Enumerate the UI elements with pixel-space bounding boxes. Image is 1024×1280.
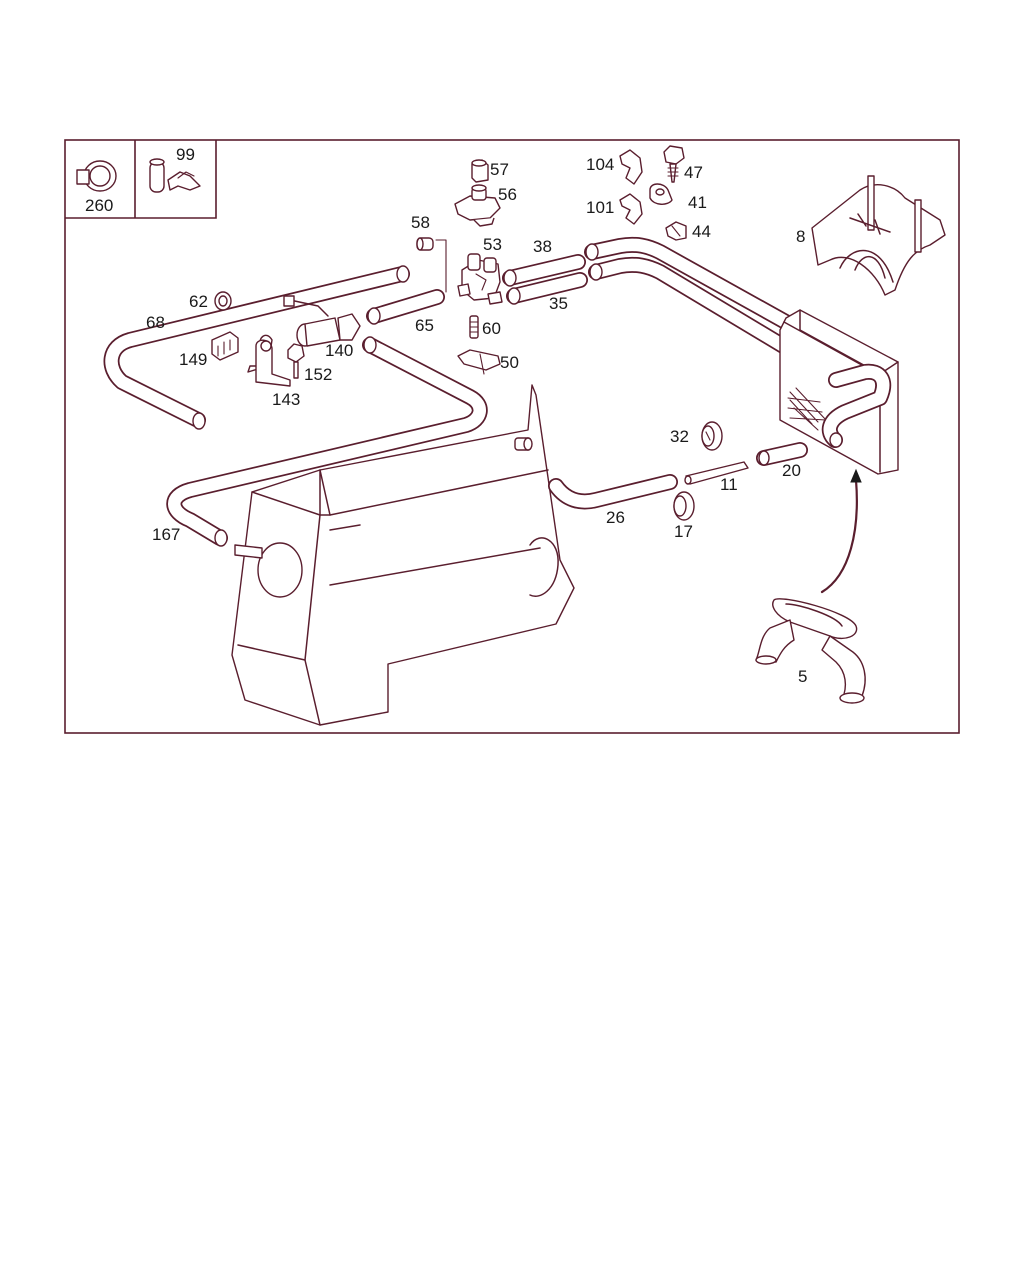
label-56: 56	[498, 185, 517, 204]
label-53: 53	[483, 235, 502, 254]
label-152: 152	[304, 365, 332, 384]
valve-53	[457, 253, 503, 305]
diagram-frame	[64, 139, 960, 734]
engine-pulley	[234, 542, 303, 598]
label-32: 32	[670, 427, 689, 446]
clip-holder-icon	[149, 158, 201, 193]
label-60: 60	[482, 319, 501, 338]
label-41: 41	[688, 193, 707, 212]
connector-149	[211, 331, 239, 361]
part-58	[416, 237, 447, 293]
hose-38	[502, 254, 586, 287]
label-38: 38	[533, 237, 552, 256]
label-26: 26	[606, 508, 625, 527]
hose-35	[506, 272, 588, 305]
hose-26	[548, 474, 678, 510]
screw-47	[663, 145, 685, 183]
label-143: 143	[272, 390, 300, 409]
clip-101	[619, 193, 643, 225]
label-167: 167	[152, 525, 180, 544]
label-101: 101	[586, 198, 614, 217]
inset-box-260: 260	[65, 140, 217, 219]
label-35: 35	[549, 294, 568, 313]
heater-core	[779, 309, 899, 475]
part-57	[471, 159, 489, 183]
duct-adapter-5	[755, 598, 866, 704]
pump-140	[283, 295, 361, 347]
part-number-labels: 57 56 58 53 38 35 65 60 50 104 47 101 41…	[146, 155, 807, 686]
arrow-to-heater-core	[820, 468, 862, 594]
hose-68	[103, 265, 410, 430]
label-57: 57	[490, 160, 509, 179]
engine-block	[231, 384, 575, 726]
label-149: 149	[179, 350, 207, 369]
label-68: 68	[146, 313, 165, 332]
clip-104	[619, 149, 643, 185]
inset-label-260: 260	[85, 196, 113, 215]
label-65: 65	[415, 316, 434, 335]
label-50: 50	[500, 353, 519, 372]
clip-44	[665, 221, 687, 241]
inset-box-99: 99	[149, 145, 201, 193]
engine-nipple	[514, 437, 533, 451]
air-duct-8	[811, 175, 946, 296]
label-8: 8	[796, 227, 805, 246]
label-104: 104	[586, 155, 614, 174]
label-17: 17	[674, 522, 693, 541]
hose-clamp-icon	[76, 160, 117, 192]
label-5: 5	[798, 667, 807, 686]
label-44: 44	[692, 222, 711, 241]
hose-167	[166, 336, 488, 547]
label-140: 140	[325, 341, 353, 360]
label-11: 11	[720, 475, 738, 494]
hose-65	[366, 289, 445, 325]
grommet-32	[701, 421, 723, 451]
label-47: 47	[684, 163, 703, 182]
bolt-152	[287, 343, 305, 379]
hose-20	[756, 442, 808, 466]
part-60	[469, 315, 479, 339]
bracket-50	[457, 349, 501, 375]
label-20: 20	[782, 461, 801, 480]
label-62: 62	[189, 292, 208, 311]
pipe-11	[684, 461, 749, 485]
valve-56	[454, 184, 501, 227]
grommet-41	[649, 183, 673, 205]
label-58: 58	[411, 213, 430, 232]
inset-label-99: 99	[176, 145, 195, 164]
grommet-17	[673, 491, 695, 521]
bracket-143	[247, 334, 291, 387]
grommet-62	[214, 291, 232, 311]
